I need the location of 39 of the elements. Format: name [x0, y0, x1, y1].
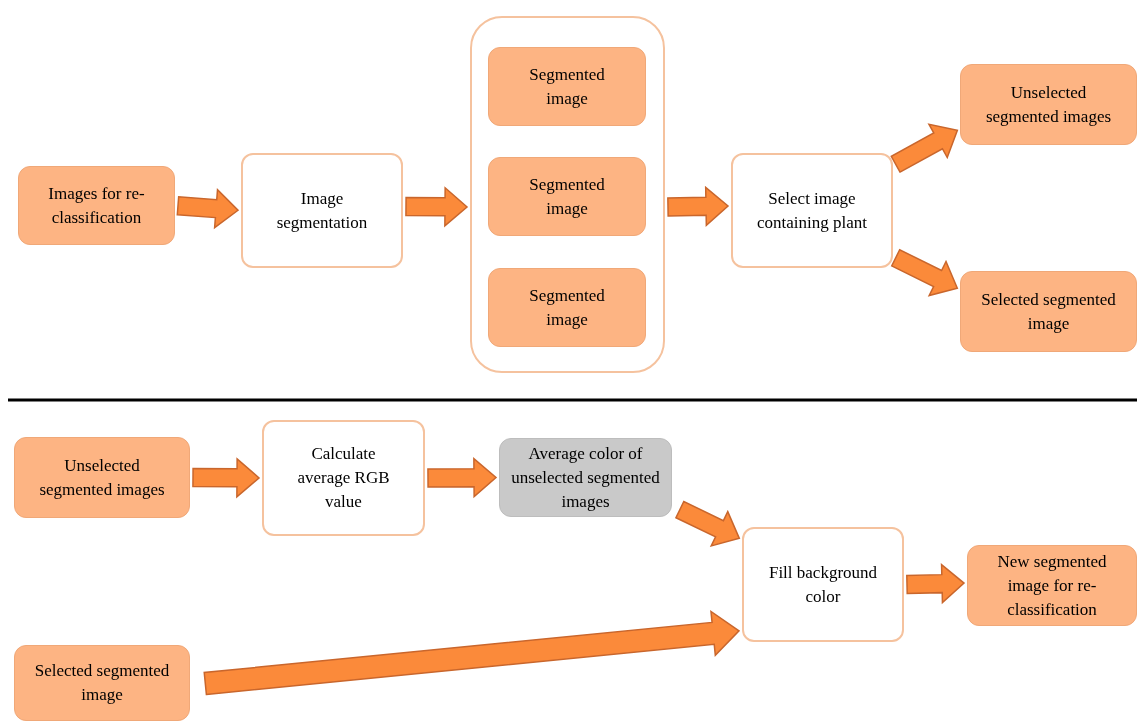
process-box: [262, 420, 425, 536]
process-box: [499, 438, 672, 517]
box-label: Segmented image: [528, 284, 606, 331]
block-arrow: [890, 123, 959, 174]
box-label: Segmented image: [528, 173, 606, 220]
block-arrow: [427, 457, 498, 499]
process-box: [14, 437, 190, 518]
block-arrow: [906, 563, 966, 605]
group-box: [470, 16, 665, 373]
process-box: [488, 47, 646, 126]
box-label: Image segmentation: [275, 187, 369, 234]
process-box: [488, 268, 646, 347]
block-arrow: [667, 185, 730, 227]
box-label: Selected segmented image: [33, 660, 171, 706]
box-label: Calculate average RGB value: [296, 443, 391, 513]
process-box: [967, 545, 1137, 626]
process-box: [18, 166, 175, 245]
box-label: Images for re-classification: [47, 182, 146, 229]
block-arrow: [674, 500, 741, 547]
process-box: [14, 645, 190, 721]
box-label: Unselected segmented images: [984, 81, 1113, 128]
process-box: [488, 157, 646, 236]
process-box: [742, 527, 904, 642]
process-box: [241, 153, 403, 268]
process-box: [731, 153, 893, 268]
box-label: Unselected segmented images: [38, 454, 166, 501]
box-label: Select image containing plant: [756, 187, 868, 234]
block-arrow: [176, 188, 240, 230]
process-box: [960, 271, 1137, 352]
block-arrow: [405, 186, 469, 228]
block-arrow: [203, 609, 741, 696]
box-label: Segmented image: [528, 63, 606, 110]
box-label: Selected segmented image: [980, 288, 1117, 335]
box-label: Average color of unselected segmented images: [510, 442, 661, 513]
process-box: [960, 64, 1137, 145]
block-arrow: [192, 457, 261, 499]
block-arrow: [890, 248, 959, 297]
box-label: New segmented image for re-classification: [996, 550, 1108, 621]
box-label: Fill background color: [767, 561, 879, 608]
